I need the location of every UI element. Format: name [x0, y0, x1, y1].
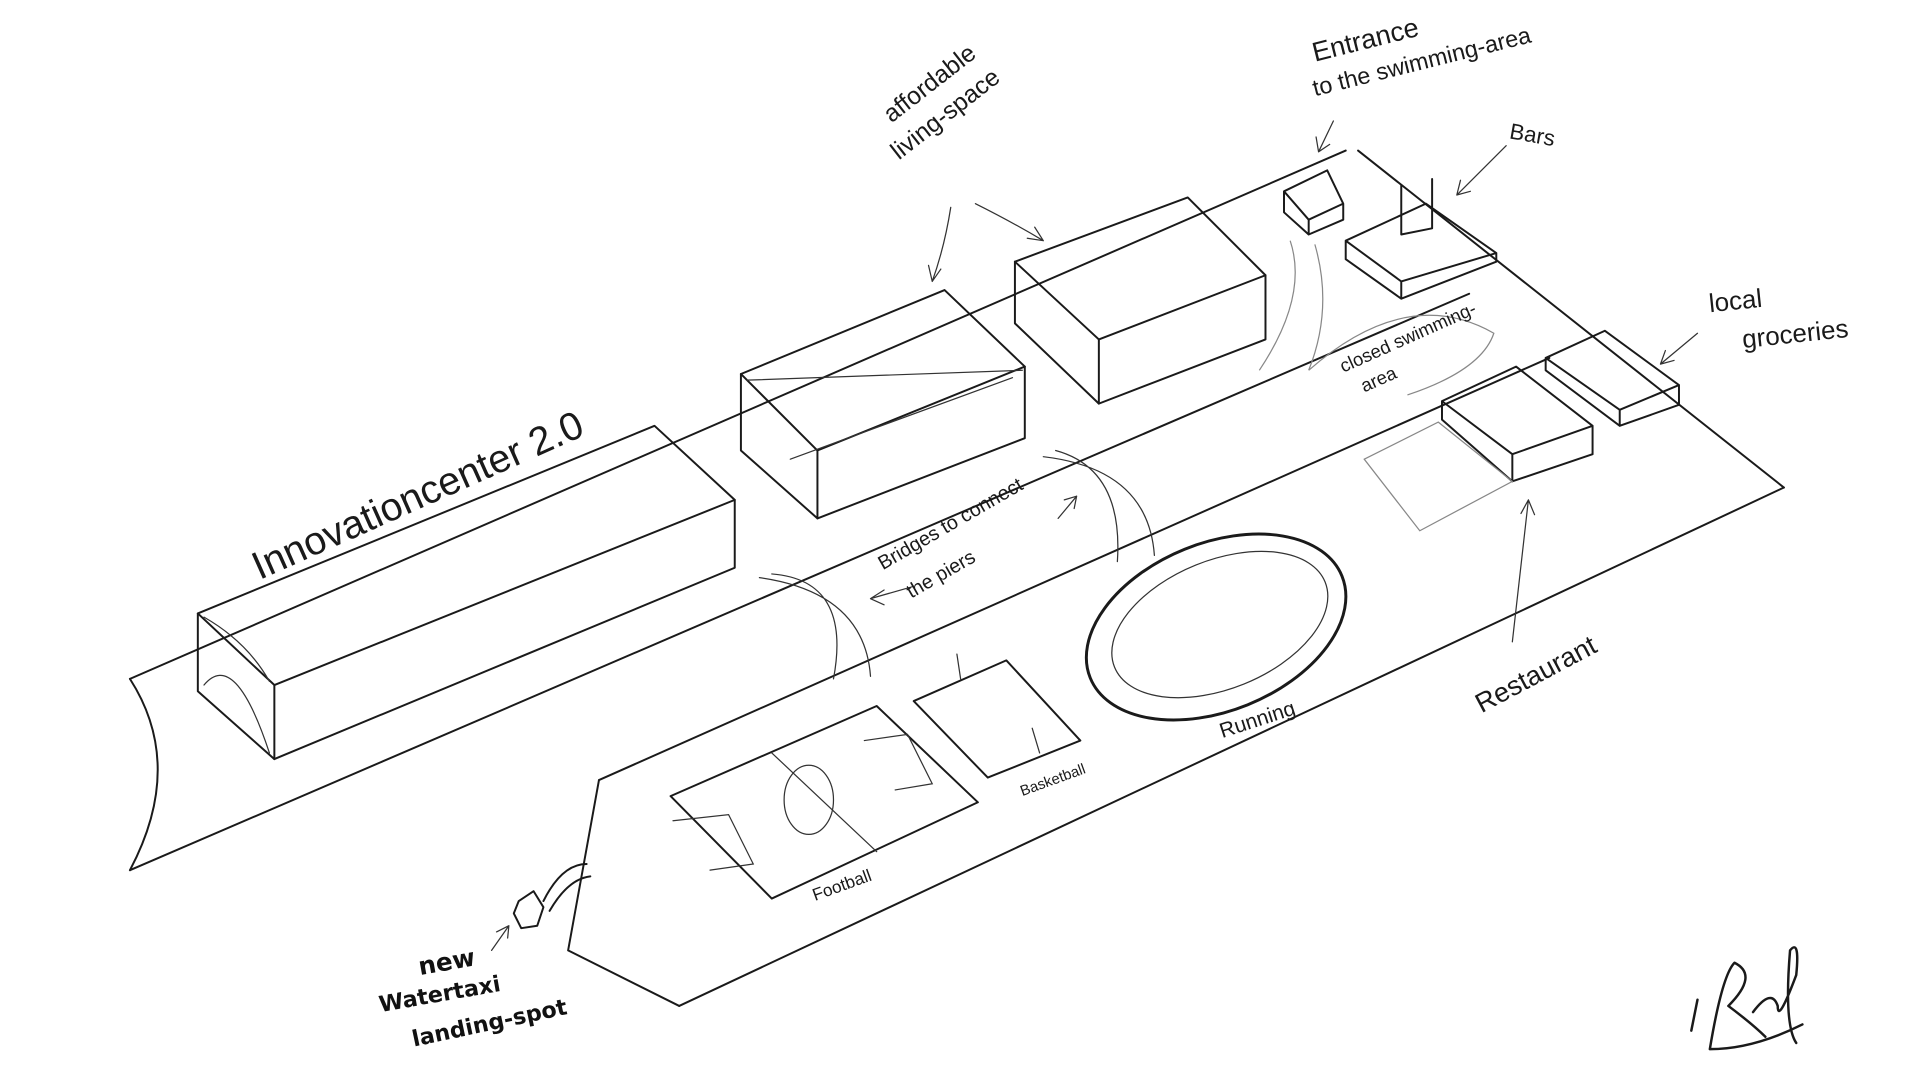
restaurant-building — [1363, 365, 1594, 532]
basketball-label: Basketball — [1018, 761, 1088, 799]
closed-swimming-area — [1258, 240, 1495, 396]
watertaxi-landing-spot — [512, 863, 592, 930]
running-track — [1084, 532, 1348, 722]
basketball-court — [912, 653, 1082, 779]
bridges — [758, 449, 1156, 680]
swimming-area-label-line1: closed swimming- — [1336, 297, 1479, 376]
living-space-building-2 — [1013, 196, 1267, 405]
groceries-label-line2: groceries — [1741, 315, 1850, 354]
bars-building — [1344, 177, 1498, 300]
restaurant-label: Restaurant — [1470, 629, 1602, 719]
bars-label: Bars — [1508, 119, 1557, 152]
living-space-building-1 — [739, 289, 1026, 520]
football-label: Football — [809, 865, 874, 905]
annotation-arrows — [490, 120, 1699, 952]
groceries-label-line1: local — [1708, 285, 1764, 318]
innovation-center-building — [196, 424, 736, 761]
football-field — [669, 705, 979, 900]
groceries-building — [1544, 329, 1680, 427]
signature — [1690, 946, 1804, 1051]
innovation-center-label: Innovationcenter 2.0 — [245, 403, 590, 589]
running-label: Running — [1217, 697, 1298, 743]
upper-pier — [128, 149, 1471, 872]
swimming-entrance-building — [1283, 169, 1345, 236]
